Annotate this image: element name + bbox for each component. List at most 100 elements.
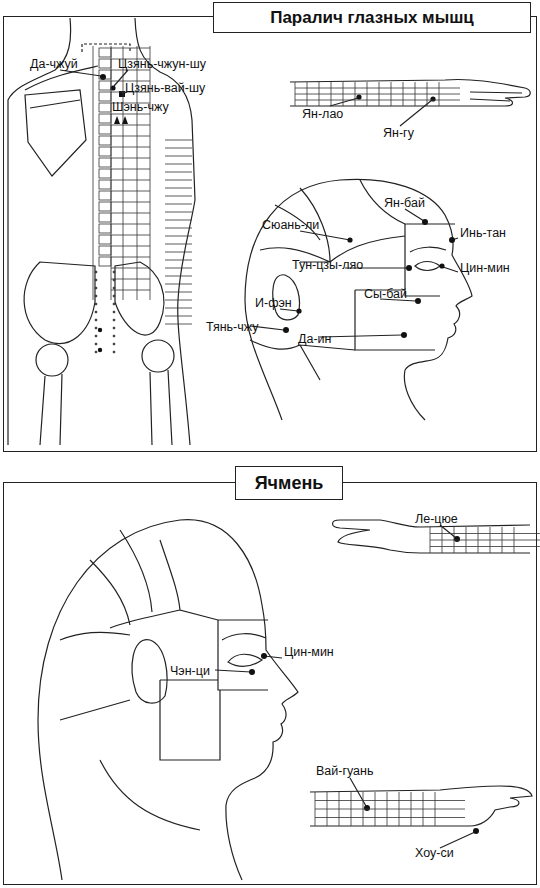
- arm-hatching: [165, 268, 192, 269]
- point-name: Ле-цюе: [415, 512, 458, 526]
- acupoint: [249, 669, 255, 675]
- meridian-grid: [111, 290, 150, 291]
- acupoint: [439, 263, 444, 268]
- arm-hatching: [165, 220, 192, 221]
- sacral-foramen: [95, 271, 97, 273]
- head-outline: [38, 520, 298, 880]
- arm-hatching: [165, 156, 192, 157]
- sacral-foramen: [113, 303, 115, 305]
- sacral-foramen: [95, 327, 97, 329]
- sacral-foramen: [95, 295, 97, 297]
- scapula: [25, 90, 86, 176]
- sacral-foramen: [113, 319, 115, 321]
- vertebra: [99, 70, 111, 79]
- meridian-line: [430, 546, 540, 547]
- head-zone: [160, 620, 268, 760]
- arm-hatching: [165, 196, 192, 197]
- vertebra: [99, 125, 111, 134]
- meridian-grid: [111, 125, 150, 126]
- meridian-grid: [111, 202, 150, 203]
- meridian-grid: [111, 48, 150, 49]
- acupoint: [296, 308, 301, 313]
- vertebra: [99, 191, 111, 200]
- point-name: Чэн-ци: [170, 664, 210, 678]
- point-name: И-фэн: [255, 296, 292, 310]
- vertebra: [99, 59, 111, 68]
- point-name: Тун-цзы-ляо: [292, 258, 363, 272]
- panel-box: Паралич глазных мышц: [3, 16, 537, 452]
- panel-box: Ячмень: [3, 482, 537, 885]
- acupoint: [261, 653, 267, 659]
- meridian-grid: [111, 279, 150, 280]
- point-name: Хоу-си: [415, 846, 454, 860]
- acupoint: [98, 328, 102, 332]
- vertebra: [99, 224, 111, 233]
- vertebra: [99, 92, 111, 101]
- meridian-grid: [111, 257, 150, 258]
- acupoint: [422, 219, 428, 225]
- vertebra: [99, 114, 111, 123]
- arm-hatching: [165, 300, 192, 301]
- meridian-grid: [111, 224, 150, 225]
- panel-heading: Паралич глазных мышц: [213, 2, 531, 33]
- sacral-foramen: [95, 303, 97, 305]
- arm-hatching: [165, 204, 192, 205]
- acupoint: [347, 237, 352, 242]
- forearm-outline: [310, 786, 532, 826]
- arm-hatching: [165, 180, 192, 181]
- vertebra: [99, 147, 111, 156]
- acupoint: [283, 327, 289, 333]
- meridian-grid: [111, 180, 150, 181]
- vertebra: [99, 81, 111, 90]
- arm-hatching: [165, 164, 192, 165]
- arm-hatching: [165, 228, 192, 229]
- acupoint: [449, 237, 455, 243]
- pelvis: [24, 262, 95, 344]
- arm-hatching: [165, 140, 192, 141]
- arm-hatching: [165, 276, 192, 277]
- sacral-foramen: [113, 279, 115, 281]
- vertebra: [99, 202, 111, 211]
- point-name: Да-чжуй: [30, 57, 78, 71]
- point-name: Шэнь-чжу: [112, 100, 169, 114]
- sacral-foramen: [113, 351, 115, 353]
- sacral-foramen: [113, 295, 115, 297]
- meridian-line: [430, 540, 540, 541]
- acupoint: [356, 94, 361, 99]
- point-name: Ян-лао: [302, 107, 343, 121]
- arm-hatching: [165, 148, 192, 149]
- vertebra: [99, 246, 111, 255]
- arm-hatching: [165, 212, 192, 213]
- meridian-line: [295, 100, 460, 101]
- arm-hatching: [165, 284, 192, 285]
- arm-hatching: [165, 244, 192, 245]
- sacral-foramen: [95, 335, 97, 337]
- meridian-grid: [111, 147, 150, 148]
- vertebra: [99, 103, 111, 112]
- femur-head: [36, 344, 68, 376]
- point-name: Ян-гу: [383, 126, 414, 140]
- scapula-spine: [30, 100, 80, 108]
- vertebra: [99, 158, 111, 167]
- vertebra: [99, 257, 111, 266]
- arm-hatching: [165, 236, 192, 237]
- point-name: Да-ин: [298, 332, 331, 346]
- sacral-foramen: [113, 343, 115, 345]
- panel-heading: Ячмень: [235, 466, 343, 500]
- vertebra: [99, 136, 111, 145]
- point-name: Сы-бай: [364, 287, 407, 301]
- meridian-grid: [111, 235, 150, 236]
- meridian-grid: [111, 213, 150, 214]
- point-name: Ян-бай: [384, 196, 425, 210]
- meridian-line: [315, 809, 465, 810]
- eye: [228, 654, 262, 666]
- head-zone: [355, 224, 455, 350]
- acupoint: [473, 828, 479, 834]
- point-name: Цзянь-вай-шу: [125, 81, 205, 95]
- meridian-grid: [111, 158, 150, 159]
- forearm-outline: [290, 79, 530, 106]
- meridian-line: [123, 46, 124, 300]
- head-outline: [245, 179, 472, 420]
- eye: [415, 262, 440, 271]
